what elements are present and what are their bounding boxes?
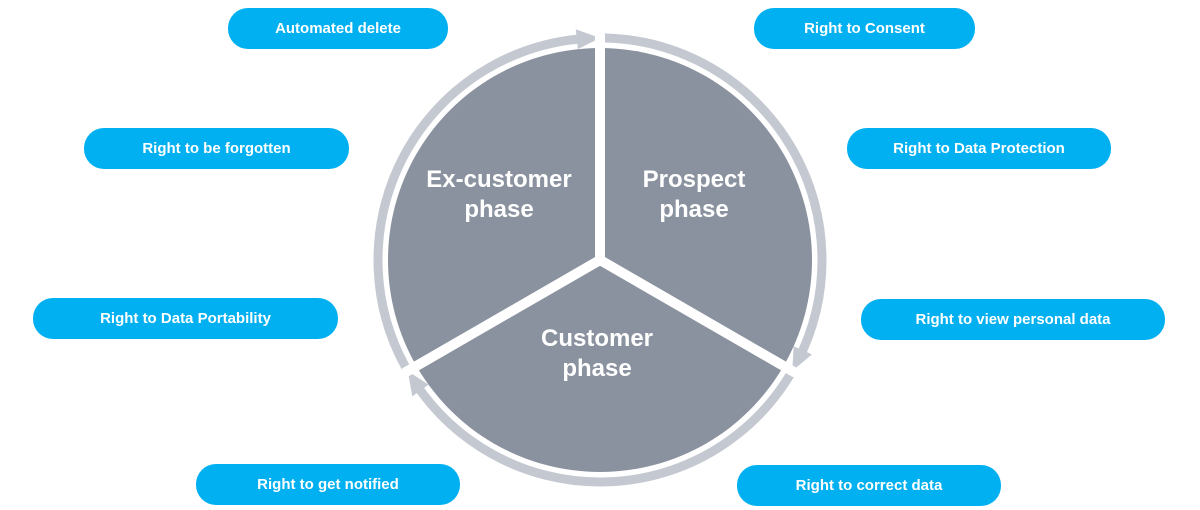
ring-arc-right (412, 372, 795, 487)
right-pill-right-to-data-portability: Right to Data Portability (33, 298, 338, 339)
arrowhead-right-icon (792, 346, 812, 371)
arrowhead-top-icon (575, 29, 600, 50)
ring-arc-top (603, 33, 827, 363)
right-pill-right-to-data-protection: Right to Data Protection (847, 128, 1111, 169)
right-pill-right-to-view-personal-data: Right to view personal data (861, 299, 1165, 340)
phase-label-ex-customer-line2: phase (464, 196, 533, 223)
right-pill-right-to-be-forgotten: Right to be forgotten (84, 128, 349, 169)
phase-label-prospect-line2: phase (659, 196, 728, 223)
segment-separators (401, 34, 799, 378)
separator-right (597, 255, 799, 378)
phase-label-prospect: Prospect (643, 166, 746, 193)
ring-arc-bottom (373, 34, 582, 370)
right-pill-right-to-get-notified: Right to get notified (196, 464, 460, 505)
right-pill-right-to-consent: Right to Consent (754, 8, 975, 49)
right-pill-right-to-correct-data: Right to correct data (737, 465, 1001, 506)
phase-label-customer-line2: phase (562, 355, 631, 382)
phase-label-ex-customer: Ex-customer (426, 166, 571, 193)
separator-left (401, 255, 603, 378)
right-pill-automated-delete: Automated delete (228, 8, 448, 49)
cycle-ring (373, 29, 827, 487)
arrowhead-left-icon (407, 371, 429, 397)
phase-label-customer: Customer (541, 325, 653, 352)
